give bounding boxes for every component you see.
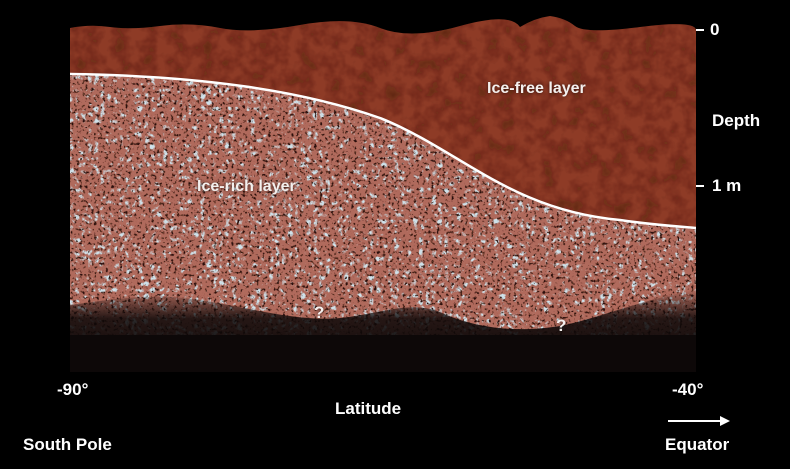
depth-tick-label-1m: 1 m (712, 176, 741, 196)
ice-free-layer-label: Ice-free layer (487, 80, 586, 98)
latitude-right-value: -40° (672, 380, 703, 400)
latitude-axis-title: Latitude (335, 399, 401, 419)
depth-axis-title: Depth (712, 111, 760, 131)
arrow-right-icon (668, 416, 730, 426)
unknown-depth-mark-right: ? (556, 316, 566, 336)
depth-tick-label-zero: 0 (710, 20, 719, 40)
unknown-depth-mark-left: ? (314, 303, 324, 323)
ice-rich-layer-label: Ice-rich layer (197, 178, 296, 196)
latitude-left-value: -90° (57, 380, 88, 400)
south-pole-label: South Pole (23, 435, 112, 455)
equator-label: Equator (665, 435, 729, 455)
